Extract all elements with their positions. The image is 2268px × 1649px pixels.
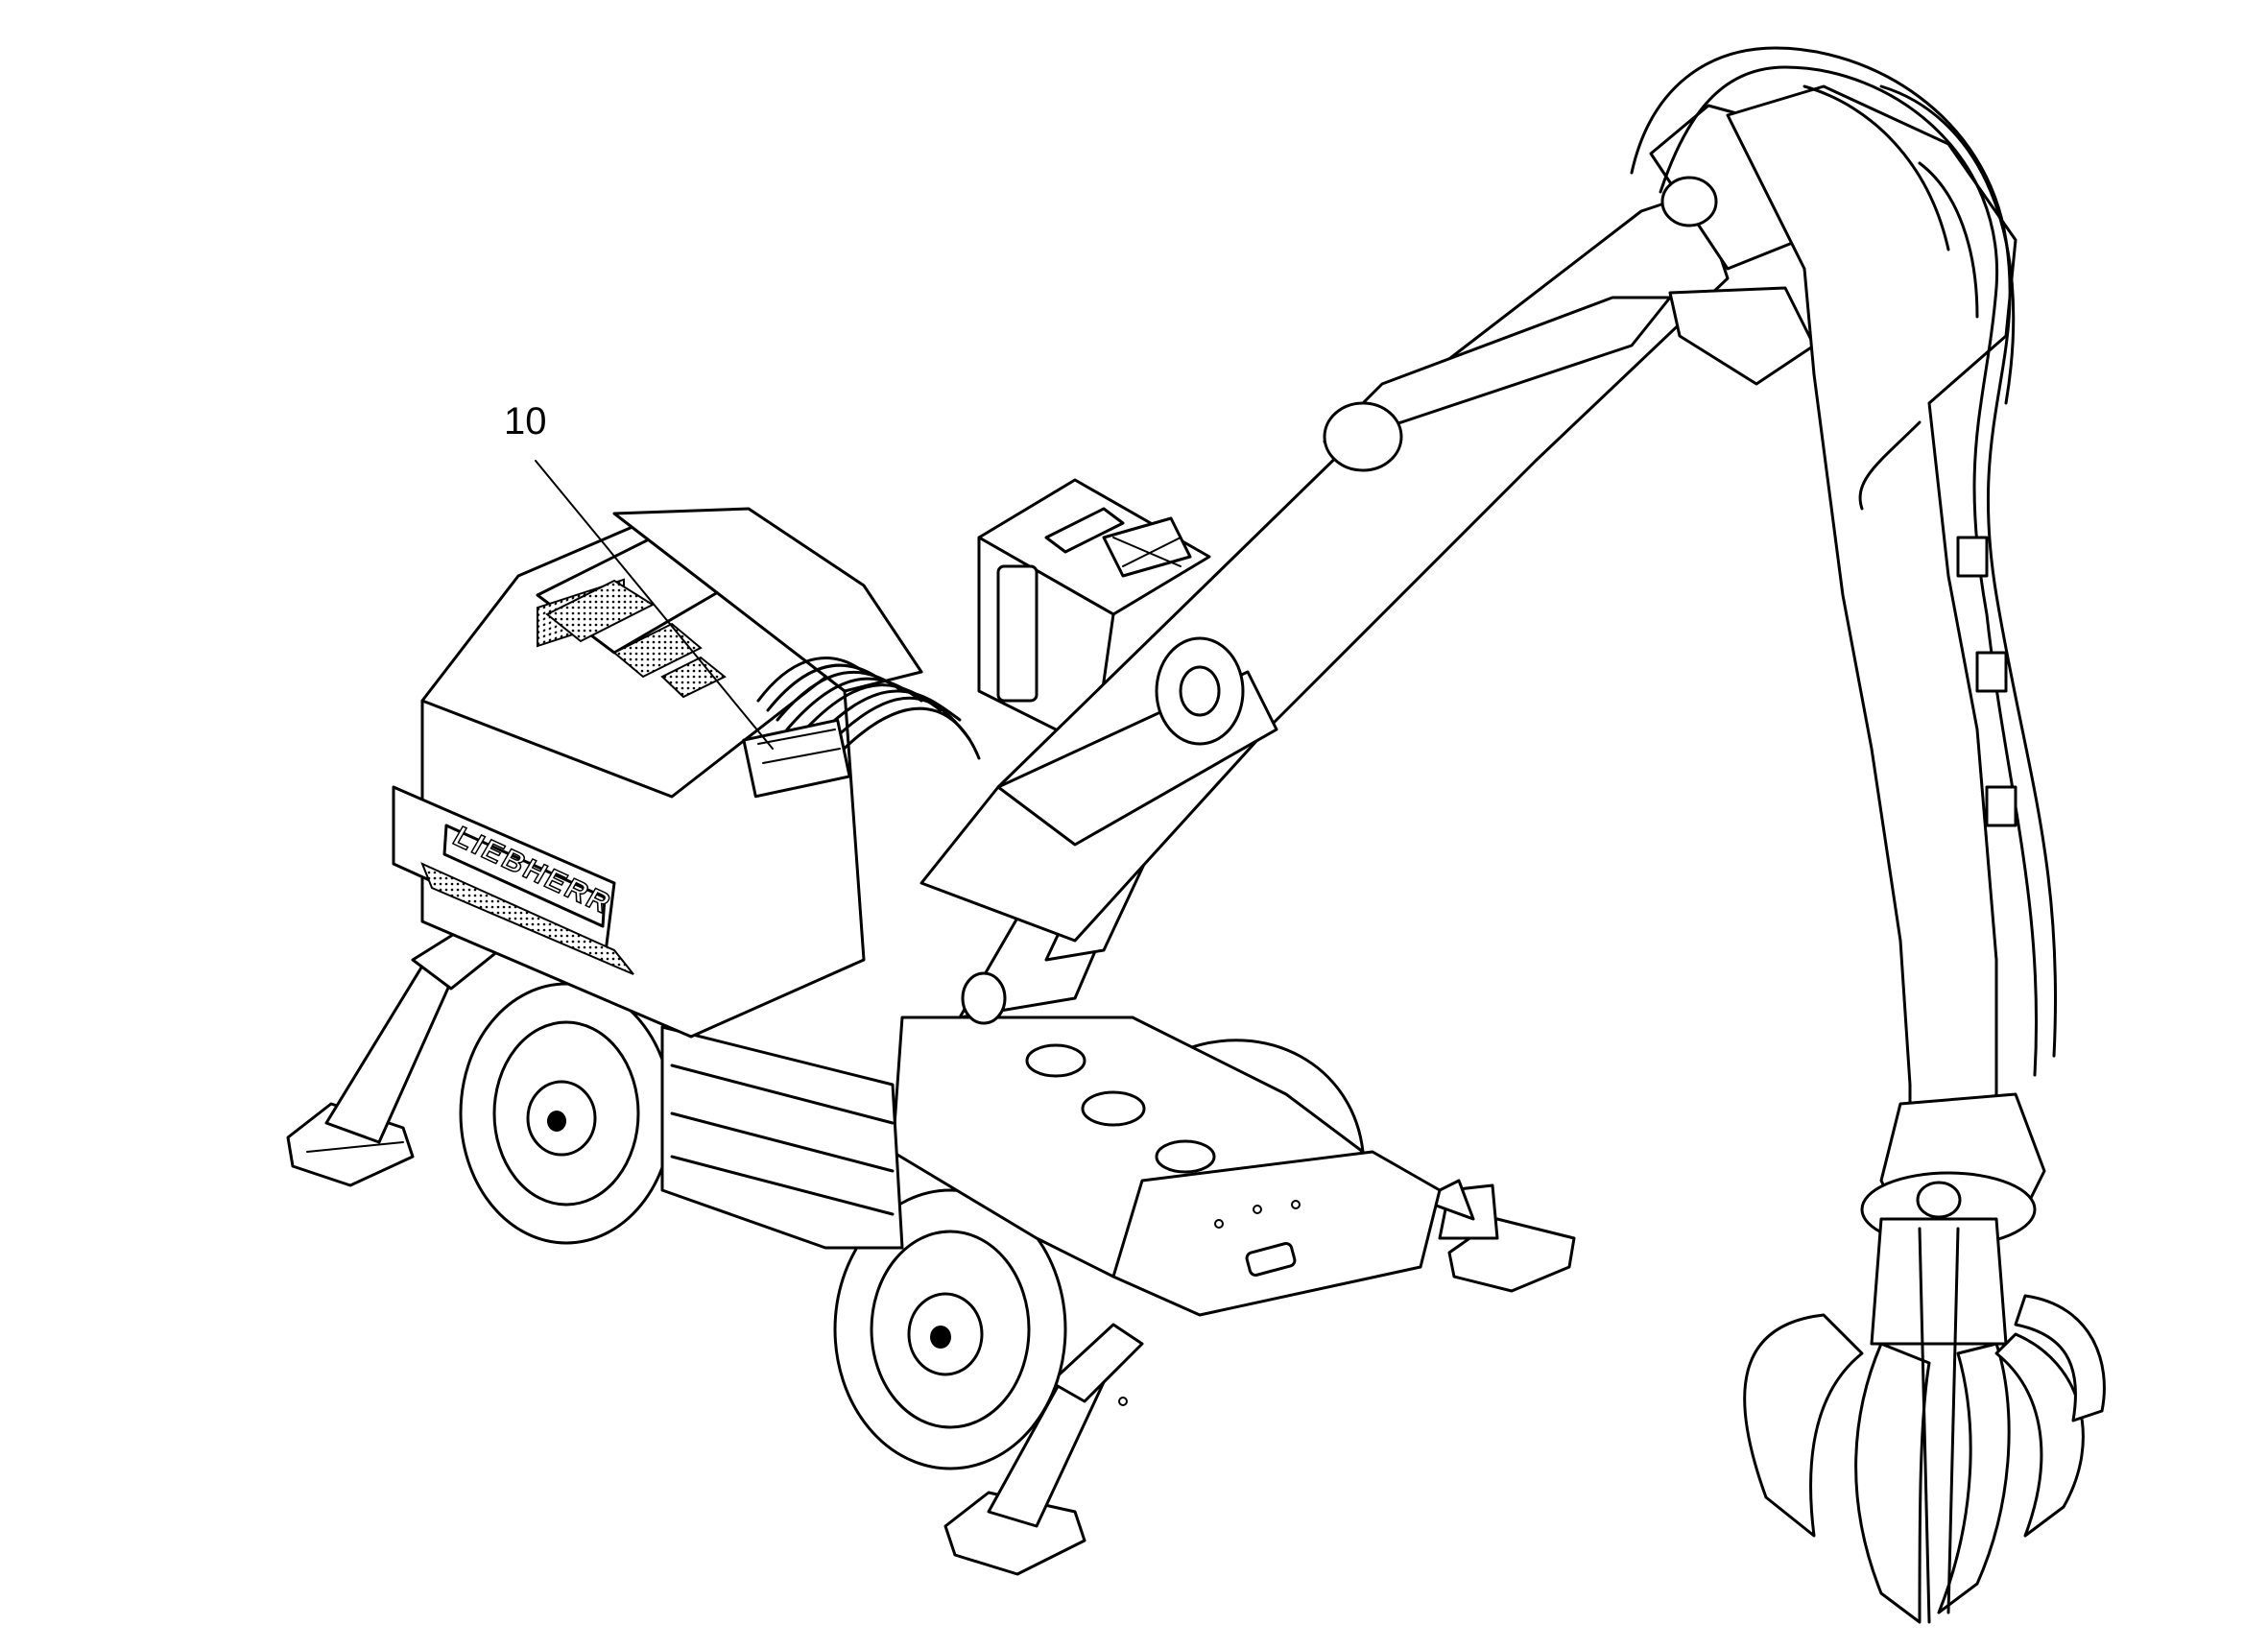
wheel-front [833,1188,1067,1470]
undercarriage [891,1016,1442,1406]
rotator [1860,1092,2046,1248]
callout-10: 10 [504,400,774,750]
outrigger-front-left [943,1323,1144,1576]
wheel-rear [459,982,674,1245]
orange-peel-grab [1743,1217,2106,1624]
rear-bumper [660,1025,904,1250]
stick-arm [1726,84,2017,1163]
upper-carriage [392,507,923,1039]
callout-label: 10 [504,400,547,442]
stick-hoses [1630,46,2058,1077]
operator-cab [977,478,1211,751]
wheel-rear-far [1179,1039,1365,1154]
callout-leader-line [535,460,774,750]
hose-bundle [742,657,981,799]
stick-cylinder [1323,286,1816,472]
outrigger-front-right [1419,1179,1576,1293]
